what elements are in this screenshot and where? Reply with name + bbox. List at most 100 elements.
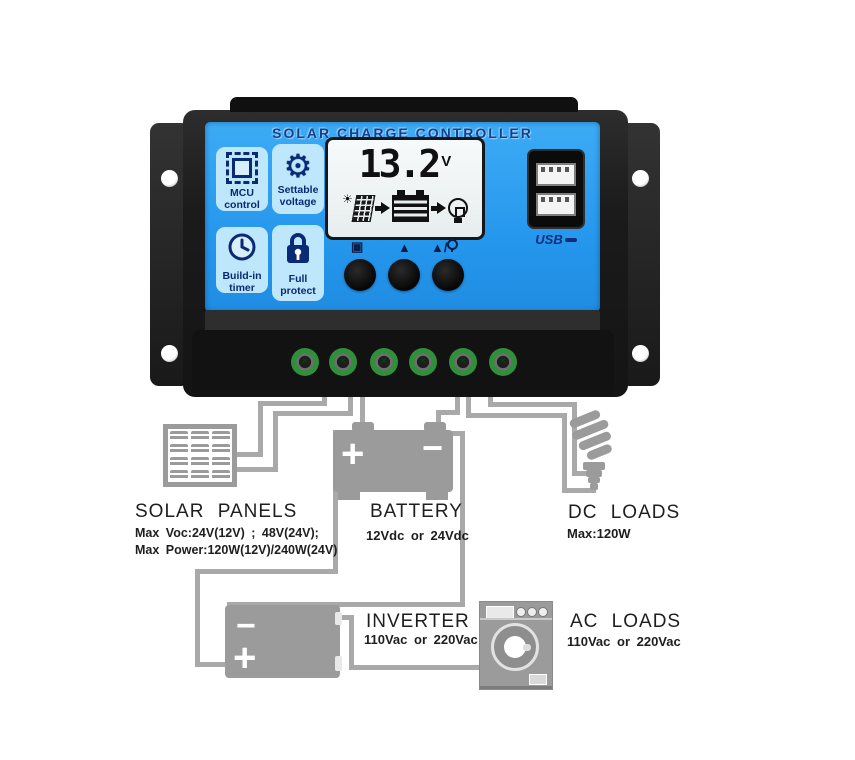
bulb-icon xyxy=(447,198,468,223)
battery-spec: 12Vdc or 24Vdc xyxy=(366,528,469,543)
up-arrow-icon: ▲ xyxy=(398,240,411,255)
usb-port-block xyxy=(527,149,585,229)
wire-segment xyxy=(349,615,354,670)
mounting-hole xyxy=(632,345,649,362)
battery-icon xyxy=(391,189,429,222)
solar-panel-module xyxy=(163,424,237,487)
wire-segment xyxy=(455,385,460,415)
inverter-minus-symbol: − xyxy=(236,607,256,645)
solar-panels-spec-voc: Max Voc:24V(12V) ; 48V(24V); xyxy=(135,526,319,540)
wire-segment xyxy=(258,401,263,457)
wire-segment xyxy=(349,665,484,670)
terminal-block xyxy=(192,330,614,396)
washer-base xyxy=(480,686,552,689)
wire-segment xyxy=(195,569,338,574)
dc-loads-spec: Max:120W xyxy=(567,526,631,541)
lcd-voltage-unit: V xyxy=(441,153,452,170)
feature-badge-settable-voltage: ⚙ Settable voltage xyxy=(272,144,324,214)
inverter-output-tab xyxy=(335,612,342,625)
controller-top-edge xyxy=(230,97,578,112)
wire-segment xyxy=(441,431,465,436)
terminal-screw xyxy=(329,348,357,376)
lcd-flow-diagram: ☀ xyxy=(328,186,482,230)
washer-panel-line xyxy=(480,618,552,620)
usb-trident-icon xyxy=(564,238,577,242)
terminal-screw xyxy=(449,348,477,376)
arrow-right-icon xyxy=(374,202,390,214)
washer-door xyxy=(491,623,539,671)
wire-segment xyxy=(562,413,567,493)
feature-badge-build-in-timer: Build-in timer xyxy=(216,227,268,294)
sun-icon: ☀ xyxy=(342,192,353,206)
wire-segment xyxy=(273,411,353,416)
inverter-title: INVERTER xyxy=(366,611,470,632)
usb-port xyxy=(536,192,576,216)
battery-plus-symbol: + xyxy=(341,432,365,476)
battery-title: BATTERY xyxy=(370,501,463,522)
clock-icon xyxy=(227,232,257,267)
wire-segment xyxy=(572,471,588,476)
ac-loads-spec: 110Vac or 220Vac xyxy=(567,634,681,649)
mounting-hole xyxy=(161,170,178,187)
mounting-hole xyxy=(632,170,649,187)
battery-minus-symbol: − xyxy=(421,427,443,468)
battery-terminal xyxy=(352,422,374,432)
up-button xyxy=(388,259,420,291)
washer-filter-hatch xyxy=(529,674,547,685)
usb-logo: USB xyxy=(527,232,585,247)
wire-segment xyxy=(466,413,567,418)
padlock-icon xyxy=(283,230,313,271)
wire-segment xyxy=(338,615,354,620)
wire-segment xyxy=(273,411,278,472)
menu-button xyxy=(344,259,376,291)
inverter-output-tab xyxy=(335,656,342,671)
inverter-plus-symbol: + xyxy=(233,636,257,680)
terminal-screw xyxy=(409,348,437,376)
wire-segment xyxy=(237,467,278,472)
washer-knob xyxy=(527,607,537,617)
washer-door-handle xyxy=(523,644,531,651)
wire-segment xyxy=(466,385,471,418)
wire-segment xyxy=(360,385,365,432)
wire-segment xyxy=(436,410,460,415)
solar-panel-icon xyxy=(351,194,376,222)
terminal-screw xyxy=(489,348,517,376)
washer-knob xyxy=(516,607,526,617)
lcd-voltage-value: 13.2 xyxy=(358,142,441,186)
wire-segment xyxy=(333,430,338,574)
mounting-hole xyxy=(161,345,178,362)
solar-panels-title: SOLAR PANELS xyxy=(135,501,298,522)
wire-segment xyxy=(195,569,200,667)
solar-panels-spec-power: Max Power:120W(12V)/240W(24V) xyxy=(135,543,338,557)
washing-machine-graphic xyxy=(479,601,553,690)
wire-segment xyxy=(227,602,465,607)
mcu-chip-icon xyxy=(226,152,258,184)
up-arrow-lamp-icon: ▲/ xyxy=(431,239,459,255)
wire-segment xyxy=(488,402,577,407)
dc-loads-title: DC LOADS xyxy=(568,502,681,523)
battery-terminal xyxy=(424,422,446,432)
wire-segment xyxy=(258,401,327,406)
arrow-right-icon xyxy=(430,202,446,214)
terminal-screw xyxy=(291,348,319,376)
wire-segment xyxy=(195,662,228,667)
lamp-icon xyxy=(447,239,459,252)
inverter-spec: 110Vac or 220Vac xyxy=(364,632,478,647)
battery-graphic: + − xyxy=(333,422,453,500)
terminal-screw xyxy=(370,348,398,376)
washer-knob xyxy=(538,607,548,617)
feature-badge-mcu-control: MCU control xyxy=(216,147,268,211)
washer-door-glass xyxy=(504,636,526,658)
menu-display-icon: ▣ xyxy=(351,239,364,254)
feature-badge-full-protect: Full protect xyxy=(272,225,324,301)
wire-segment xyxy=(237,452,263,457)
wire-segment xyxy=(460,431,465,607)
wire-segment xyxy=(436,410,441,432)
wire-segment xyxy=(348,385,353,415)
load-button xyxy=(432,259,464,291)
battery-foot xyxy=(426,491,448,500)
cfl-bulb-graphic xyxy=(563,405,623,500)
inverter-graphic: − + xyxy=(225,605,342,680)
